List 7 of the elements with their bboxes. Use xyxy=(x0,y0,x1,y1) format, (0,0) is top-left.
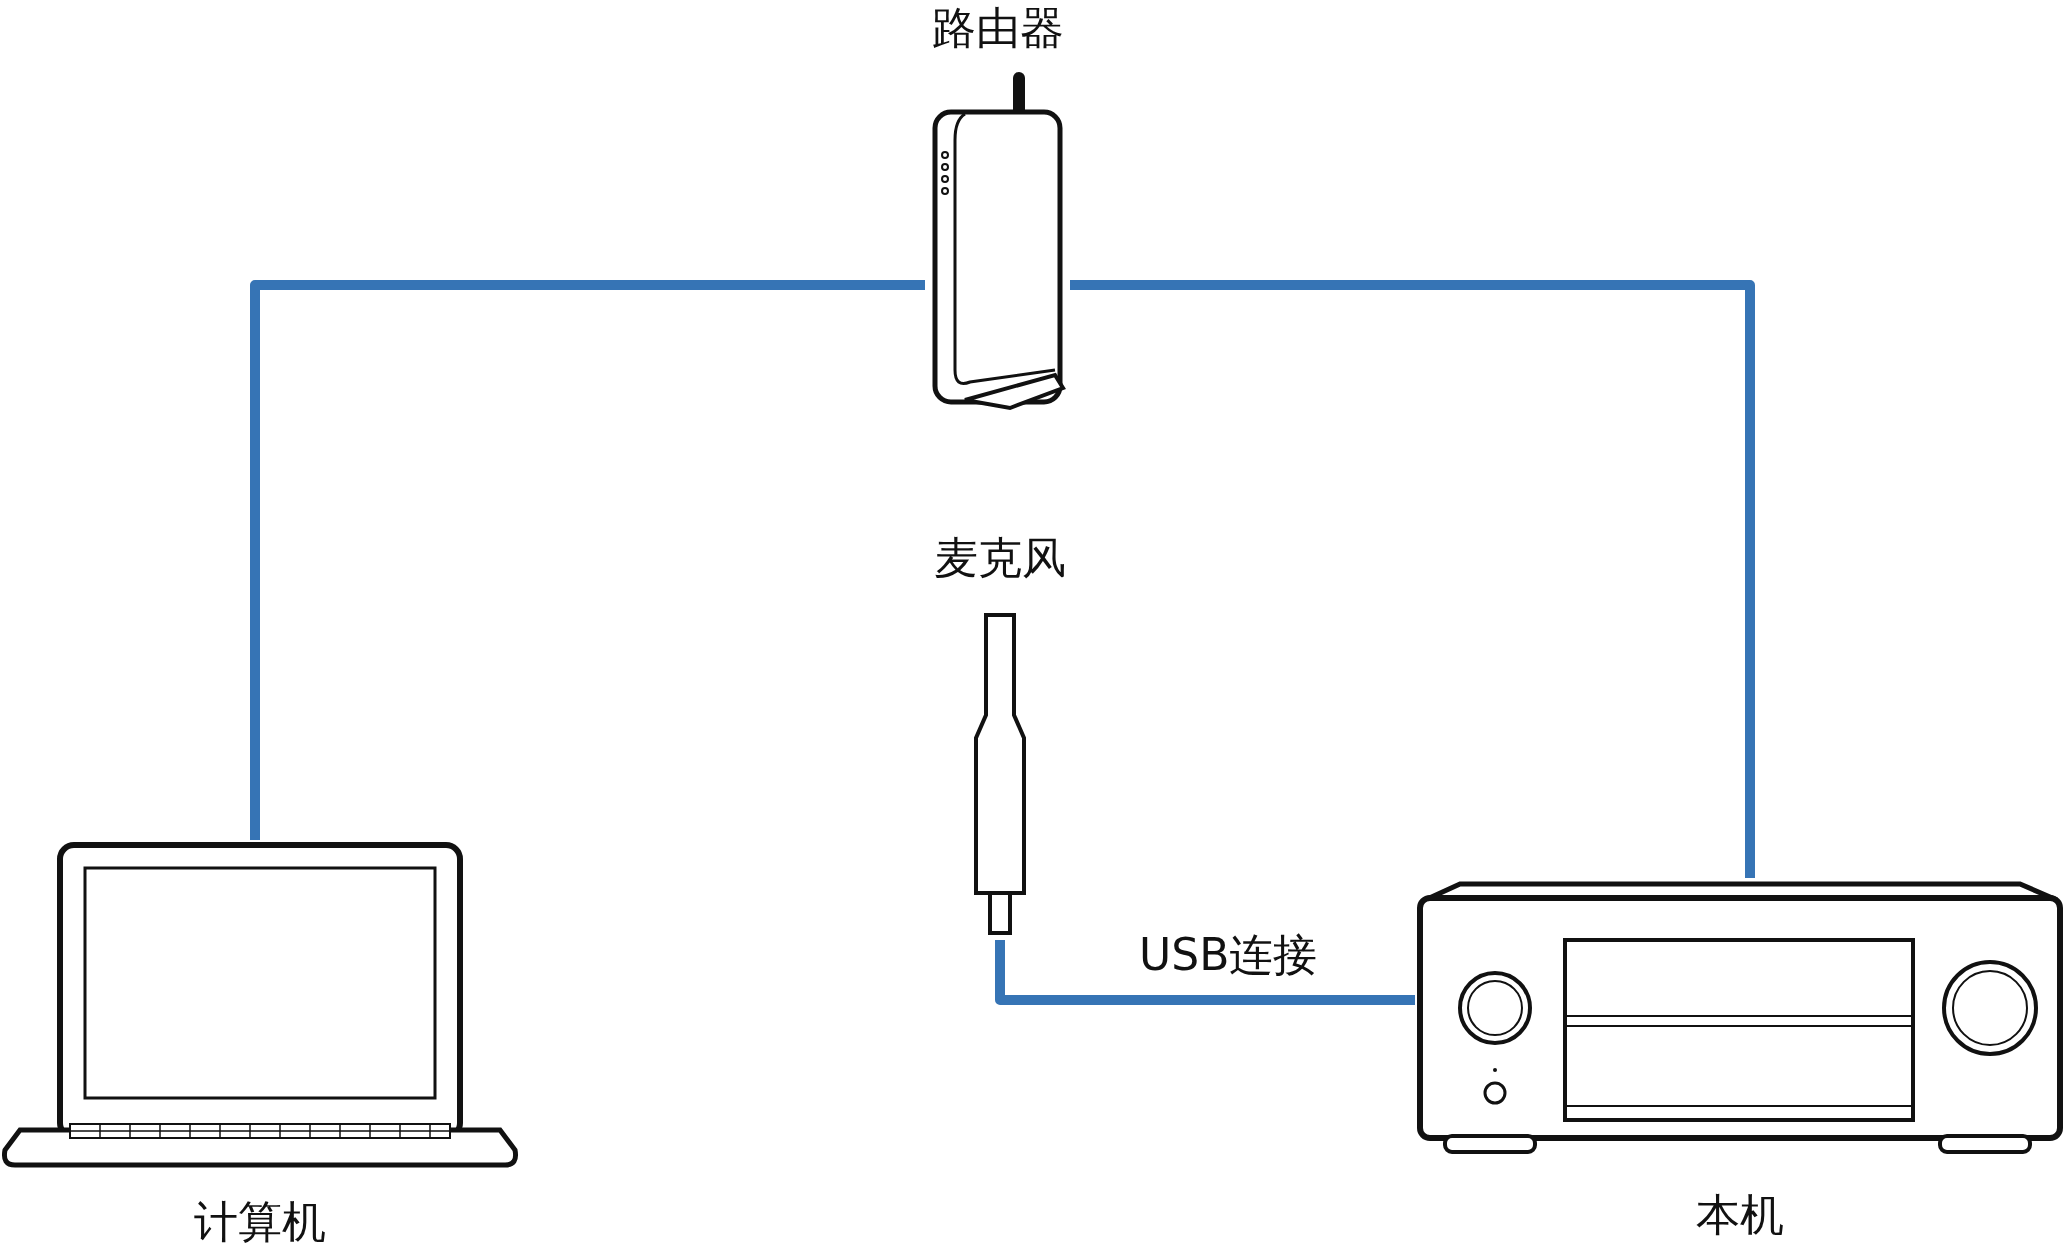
cable-line xyxy=(1070,280,1755,878)
cable-line xyxy=(250,280,925,840)
device-label: 路由器 xyxy=(931,1,1064,55)
cable-line xyxy=(995,940,1415,1005)
device-label: 本机 xyxy=(1696,1188,1784,1242)
device-label: 麦克风 xyxy=(934,531,1066,585)
device-label: 计算机 xyxy=(194,1195,326,1247)
